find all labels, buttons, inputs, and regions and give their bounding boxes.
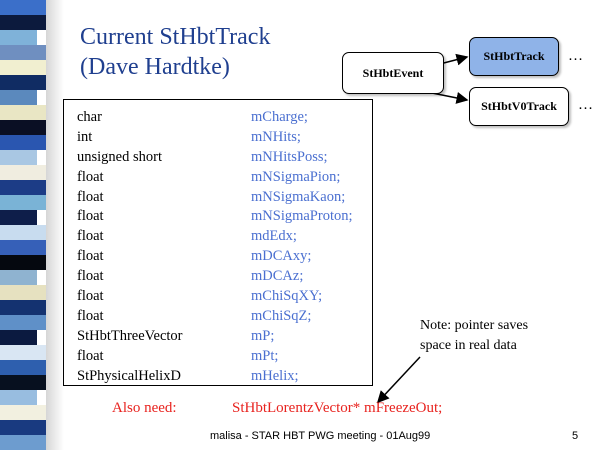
member-row: float mChiSqZ; — [77, 307, 372, 327]
stripe-segment — [0, 195, 46, 210]
title-line-2: (Dave Hardtke) — [80, 54, 230, 80]
sthbtv0track-box: StHbtV0Track — [469, 87, 569, 126]
stripe-segment — [0, 285, 46, 300]
member-row: float mNSigmaPion; — [77, 168, 372, 188]
member-type: float — [77, 268, 104, 285]
slide-footer: malisa - STAR HBT PWG meeting - 01Aug99 — [210, 430, 431, 442]
v0track-ellipsis: … — [578, 97, 593, 113]
stripe-segment — [0, 165, 46, 180]
stripe-segment — [0, 180, 46, 195]
stripe-segment — [0, 120, 46, 135]
arrow-event-to-v0track — [431, 92, 469, 104]
member-name: mNSigmaPion; — [251, 168, 341, 185]
member-type: float — [77, 248, 104, 265]
stripe-segment — [0, 330, 37, 345]
stripe-segment — [0, 60, 46, 75]
stripe-segment — [0, 90, 37, 105]
decorative-stripe-band — [0, 0, 46, 450]
stripe-segment — [0, 390, 37, 405]
member-type: unsigned short — [77, 148, 162, 165]
member-row: float mDCAxy; — [77, 247, 372, 267]
also-need-value: StHbtLorentzVector* mFreezeOut; — [232, 400, 443, 416]
title-line-1: Current StHbtTrack — [80, 24, 271, 50]
member-row: float mNSigmaProton; — [77, 207, 372, 227]
stripe-segment — [0, 135, 46, 150]
stripe-shadow — [46, 0, 64, 450]
stripe-segment — [0, 240, 46, 255]
track-ellipsis: … — [568, 48, 583, 64]
slide-title: Current StHbtTrack (Dave Hardtke) — [80, 22, 270, 82]
stripe-segment — [0, 150, 37, 165]
member-type: float — [77, 168, 104, 185]
sthbttrack-box: StHbtTrack — [469, 37, 559, 76]
member-type: StPhysicalHelixD — [77, 367, 181, 384]
member-name: mNHits; — [251, 128, 301, 145]
member-name: mCharge; — [251, 109, 308, 125]
member-type: float — [77, 288, 104, 305]
stripe-segment — [0, 360, 46, 375]
page-number: 5 — [572, 430, 579, 442]
member-row: float mPt; — [77, 347, 372, 367]
stripe-segment — [0, 255, 46, 270]
arrow-note-to-freezeout — [376, 356, 421, 404]
member-name: mdEdx; — [251, 228, 297, 245]
member-name: mPt; — [251, 347, 279, 364]
member-row: float mdEdx; — [77, 227, 372, 247]
stripe-segment — [0, 270, 37, 285]
sthbtevent-label: StHbtEvent — [362, 65, 424, 80]
stripe-segment — [0, 300, 46, 315]
member-row: StHbtThreeVector mP; — [77, 327, 372, 347]
stripe-segment — [0, 45, 46, 60]
stripe-segment — [0, 225, 46, 240]
stripe-segment — [0, 435, 46, 450]
stripe-segment — [0, 30, 37, 45]
pointer-note: Note: pointer saves space in real data — [420, 316, 580, 356]
stripe-segment — [0, 315, 46, 330]
stripe-segment — [0, 105, 46, 120]
member-name: mNSigmaProton; — [251, 208, 353, 225]
sthbtv0track-label: StHbtV0Track — [481, 99, 557, 113]
member-type: int — [77, 128, 93, 145]
member-row: char mCharge; — [77, 108, 372, 128]
also-need-label: Also need: — [112, 400, 177, 416]
member-list-box: char mCharge; int mNHits; unsigned short mN… — [63, 99, 373, 386]
stripe-segment — [0, 0, 46, 15]
stripe-segment — [0, 210, 37, 225]
member-type: char — [77, 109, 102, 125]
member-name: mNHitsPoss; — [251, 148, 328, 165]
stripe-segment — [0, 15, 46, 30]
note-line-1: Note: pointer saves — [420, 318, 529, 333]
member-row: unsigned short mNHitsPoss; — [77, 148, 372, 168]
member-name: mChiSqXY; — [251, 288, 323, 305]
member-row: StPhysicalHelixD mHelix; — [77, 367, 372, 387]
member-type: float — [77, 188, 104, 205]
member-row: float mChiSqXY; — [77, 287, 372, 307]
stripe-segment — [0, 375, 46, 390]
member-type: StHbtThreeVector — [77, 327, 183, 344]
member-name: mP; — [251, 327, 275, 344]
note-line-2: space in real data — [420, 338, 517, 353]
member-name: mChiSqZ; — [251, 307, 312, 324]
member-type: float — [77, 208, 104, 225]
member-type: float — [77, 228, 104, 245]
stripe-segment — [0, 420, 46, 435]
member-row: int mNHits; — [77, 128, 372, 148]
member-name: mNSigmaKaon; — [251, 188, 346, 205]
sthbttrack-label: StHbtTrack — [483, 49, 545, 63]
sthbtevent-box: StHbtEvent — [342, 52, 444, 94]
member-row: float mNSigmaKaon; — [77, 188, 372, 208]
member-row: float mDCAz; — [77, 267, 372, 287]
stripe-segment — [0, 345, 46, 360]
member-name: mDCAxy; — [251, 248, 312, 265]
member-name: mHelix; — [251, 367, 299, 384]
member-type: float — [77, 347, 104, 364]
stripe-segment — [0, 405, 46, 420]
member-name: mDCAz; — [251, 268, 304, 285]
member-type: float — [77, 307, 104, 324]
stripe-segment — [0, 75, 46, 90]
